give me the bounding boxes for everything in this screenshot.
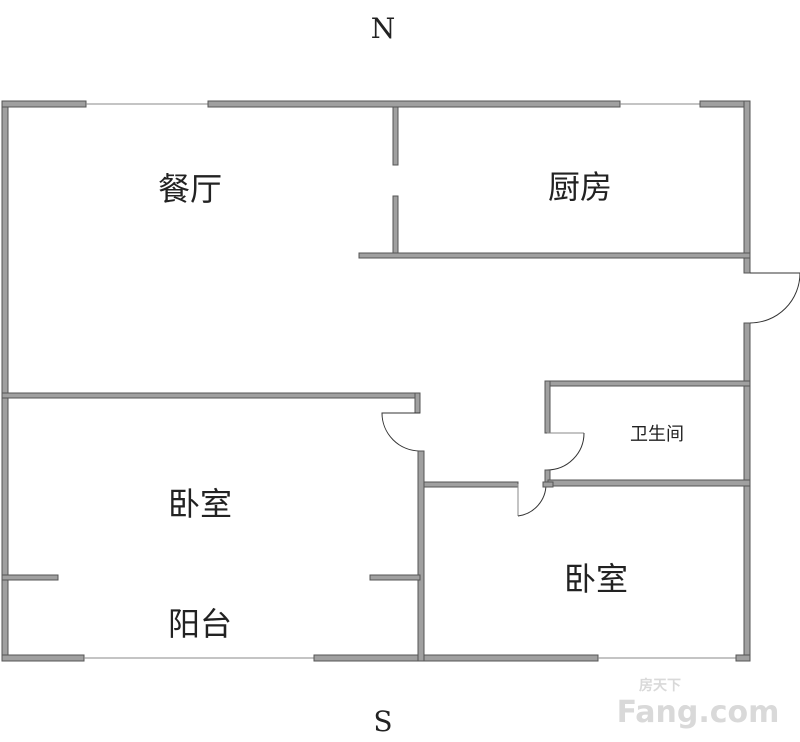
bathroom-left-wall	[544, 380, 551, 434]
watermark-tagline: 房天下	[639, 677, 681, 694]
room-label-dining: 餐厅	[158, 170, 222, 208]
room-label-kitchen: 厨房	[548, 168, 612, 206]
room-label-bedroom-right: 卧室	[564, 560, 628, 598]
room-label-bathroom: 卫生间	[630, 424, 684, 445]
kitchen-wall-bottom	[358, 252, 751, 259]
outer-wall-top-1	[1, 100, 87, 108]
bedroom-right-top-wall	[423, 481, 519, 488]
bedroom-right-door-swing	[517, 483, 547, 517]
balcony-stub-right	[369, 574, 421, 581]
bedroom-left-top-wall	[1, 392, 421, 399]
bedroom-left-door-jamb	[414, 392, 421, 414]
entry-door-swing	[749, 272, 800, 324]
outer-wall-top-2	[207, 100, 621, 108]
bathroom-top-wall	[544, 380, 751, 387]
bathroom-bottom-wall	[547, 479, 751, 487]
bedroom-left-door-swing	[381, 412, 421, 452]
watermark-brand: Fang.com	[617, 695, 780, 730]
outer-wall-top-3	[699, 100, 751, 108]
outer-wall-right-lower	[743, 322, 751, 662]
north-label: N	[371, 12, 396, 45]
room-label-bedroom-left: 卧室	[168, 485, 232, 523]
outer-wall-bottom-1	[1, 654, 85, 662]
kitchen-partition-lower	[392, 195, 399, 255]
kitchen-partition-upper	[392, 106, 399, 166]
south-label: S	[373, 705, 392, 738]
bedroom-left-right-wall	[417, 450, 425, 662]
outer-wall-right-upper	[743, 100, 751, 274]
bathroom-door-swing	[546, 432, 585, 471]
outer-wall-bottom-3	[735, 654, 751, 662]
bedroom-right-top-wall-2	[542, 481, 554, 488]
balcony-stub-left	[1, 574, 59, 581]
outer-wall-bottom-2	[313, 654, 599, 662]
room-label-balcony: 阳台	[168, 605, 232, 643]
